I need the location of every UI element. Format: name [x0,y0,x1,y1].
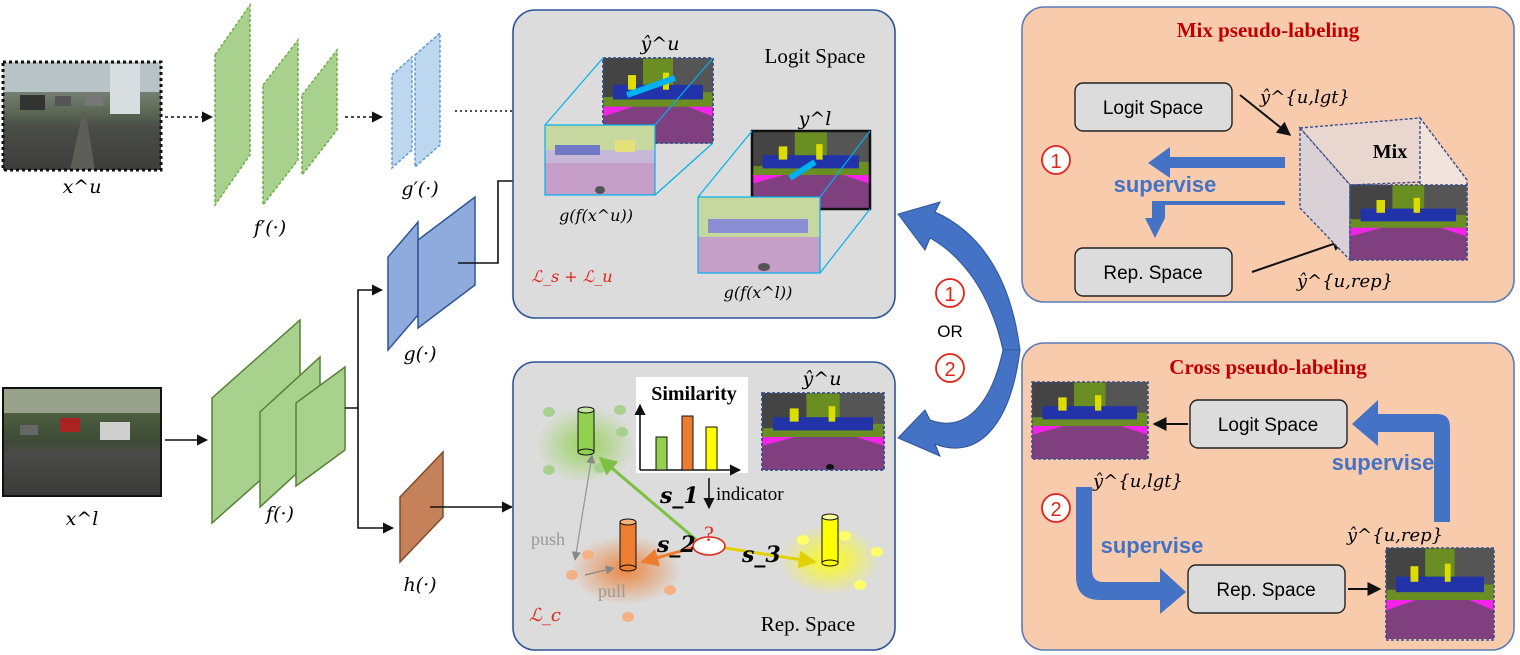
encoder-fprime [214,2,338,208]
branch-to-g [345,284,384,409]
decoder-g [387,195,476,353]
curved-arrow-icon [897,201,1021,457]
cross-rep-space-box [1187,564,1346,614]
unlabeled-photo [1,60,163,172]
rep-yhat-u-label: ŷ^u [802,368,842,390]
mix-arrow-rep [1251,237,1347,273]
mix-supervise-label: supervise [1114,172,1217,197]
similarity-bar-orange [681,415,694,471]
similarity-bar-green [655,436,668,471]
cross-supervise-arrow-left [1076,487,1186,614]
or-label: OR [937,322,963,341]
logit-space-title: Logit Space [765,44,866,68]
projection-head-h [399,450,444,564]
push-arrow [571,454,596,561]
option-two-circle [935,353,965,383]
option-one-number: 1 [944,284,955,306]
cross-y-rep-label: ŷ^{u,rep} [1346,525,1443,546]
similarity-bar-yellow [705,426,718,471]
query-mark: ? [704,521,714,546]
encoder-f [211,318,346,525]
option-one-circle [935,278,965,308]
yellow-cluster [780,513,883,595]
query-pixel [692,536,726,556]
s2-line [640,546,693,567]
logit-yl-label: y^l [798,108,832,130]
cross-y-lgt-label: ŷ^{u,lgt} [1092,471,1183,492]
s1-line [598,456,701,545]
loss-c-label: ℒ_c [529,605,561,626]
cross-rep-map [1385,547,1495,641]
g-label: g(·) [403,343,436,365]
similarity-chart [634,377,748,476]
prediction-cube-unlabeled [544,57,714,196]
cross-supervise-label-left: supervise [1101,533,1204,558]
logit-yhat-u-label: ŷ^u [640,33,680,55]
mix-arrow-lgt [1239,94,1292,136]
g-f-xl-label: g(f(x^l)) [724,283,793,302]
mix-rep-space-label: Rep. Space [1103,263,1202,284]
similarity-title: Similarity [651,383,737,405]
cross-number: 2 [1050,499,1061,521]
loss-su-label: ℒ_s + ℒ_u [531,267,612,286]
rep-pseudo-label-map [761,392,885,471]
mix-logit-space-box [1074,82,1233,132]
cross-panel-title: Cross pseudo-labeling [1169,355,1367,379]
mix-number: 1 [1050,151,1061,173]
s3-line [724,546,817,569]
f-label: f(·) [264,503,294,525]
h-label: h(·) [403,574,436,596]
mix-cube [1298,115,1469,262]
gprime-label: g′(·) [401,178,438,200]
mix-rep-space-box [1074,247,1233,297]
g-f-xu-label: g(f(x^u)) [559,206,633,225]
prediction-cube-labeled [697,129,872,274]
mix-logit-space-label: Logit Space [1103,98,1203,119]
mix-number-circle [1041,145,1071,175]
cross-rep-space-label: Rep. Space [1216,580,1315,601]
mix-y-lgt-label: ŷ^{u,lgt} [1259,87,1350,108]
input-xu-label: x^u [63,176,102,198]
cross-supervise-label-right: supervise [1332,450,1435,475]
s3-label: s_3 [741,542,781,568]
cylinder-icon [821,513,839,567]
mix-y-rep-label: ŷ^{u,rep} [1296,271,1393,292]
cylinder-icon [619,518,637,572]
s2-label: s_2 [656,532,696,558]
cross-logit-space-label: Logit Space [1218,415,1318,436]
cross-logit-space-box [1189,399,1348,449]
input-xl-label: x^l [66,508,99,530]
pull-arrow [584,565,615,576]
option-two-number: 2 [944,359,955,381]
cross-supervise-arrow-right [1352,400,1450,522]
cross-number-circle [1041,493,1071,523]
mix-label: Mix [1373,141,1407,163]
cross-lgt-map [1031,381,1149,460]
decoder-gprime [391,31,441,170]
push-label: push [531,529,565,549]
rep-space-title: Rep. Space [761,612,855,636]
fprime-label: f′(·) [252,217,286,239]
branch-to-h [357,408,395,534]
pull-label: pull [598,581,626,601]
mix-supervise-arrow-bottom [1145,201,1285,238]
labeled-photo [2,387,162,497]
mix-supervise-arrow-top [1148,147,1285,178]
s1-label: s_1 [659,483,699,509]
indicator-label: indicator [716,484,784,505]
mix-panel-title: Mix pseudo-labeling [1177,18,1360,42]
cylinder-icon [577,406,595,456]
pseudo-label-arrow [625,75,677,98]
